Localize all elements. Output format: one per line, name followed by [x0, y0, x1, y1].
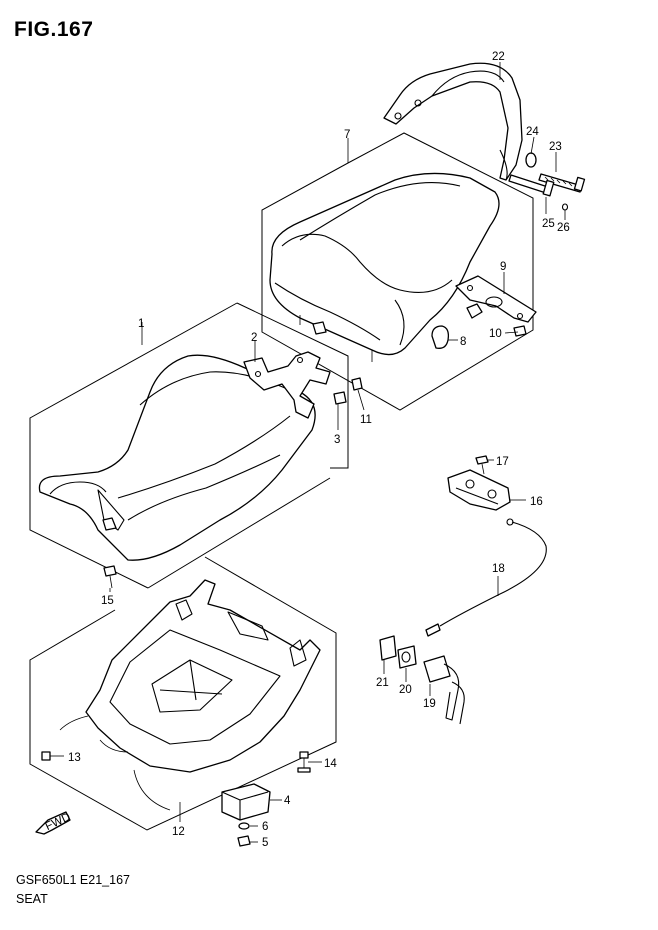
callout-5: 5	[262, 837, 268, 849]
callout-12: 12	[172, 826, 185, 838]
callout-15: 15	[101, 595, 114, 607]
callout-13: 13	[68, 752, 81, 764]
callout-16: 16	[530, 496, 543, 508]
callout-20: 20	[399, 684, 412, 696]
pillion-seat	[269, 172, 500, 362]
figure-title: FIG.167	[14, 18, 94, 41]
rider-seat-group-box	[29, 302, 349, 589]
callout-19: 19	[423, 698, 436, 710]
seat-lock-assembly	[447, 455, 511, 511]
callout-22: 22	[492, 51, 505, 63]
figure-name: SEAT	[16, 892, 48, 906]
callout-11: 11	[360, 414, 372, 426]
seat-screw	[103, 565, 117, 589]
callout-14: 14	[324, 758, 337, 770]
callout-26: 26	[557, 222, 570, 234]
callout-7: 7	[344, 129, 350, 141]
callout-2: 2	[251, 332, 257, 344]
forward-arrow	[35, 811, 71, 835]
seat-bracket	[243, 351, 363, 419]
callout-24: 24	[526, 126, 539, 138]
callout-8: 8	[460, 336, 466, 348]
pillion-seat-group-box	[261, 132, 534, 411]
callout-labels: 1 2 3 4 5 6 7 8 9 10 11 12 13 14 15 16 1…	[44, 51, 570, 849]
callout-3: 3	[334, 434, 340, 446]
lock-cable	[425, 518, 547, 637]
callout-17: 17	[496, 456, 509, 468]
seat-lock-key	[379, 635, 465, 725]
rail-bolt-washer	[508, 152, 586, 211]
callout-18: 18	[492, 563, 505, 575]
callout-23: 23	[549, 141, 562, 153]
fwd-label: FWD	[44, 811, 73, 833]
callout-10: 10	[489, 328, 502, 340]
seat-lock-plate	[312, 275, 537, 349]
seat-base	[59, 579, 321, 811]
callout-25: 25	[542, 218, 555, 230]
seat-relay	[221, 783, 271, 847]
seat-base-group-box	[29, 556, 337, 831]
callout-4: 4	[284, 795, 291, 807]
callout-6: 6	[262, 821, 268, 833]
callout-21: 21	[376, 677, 389, 689]
figure-code: GSF650L1 E21_167	[16, 873, 130, 887]
base-fasteners	[41, 751, 311, 773]
callout-1: 1	[138, 318, 144, 330]
grab-rail	[383, 62, 523, 181]
leader-lines	[50, 62, 566, 843]
callout-9: 9	[500, 261, 506, 273]
